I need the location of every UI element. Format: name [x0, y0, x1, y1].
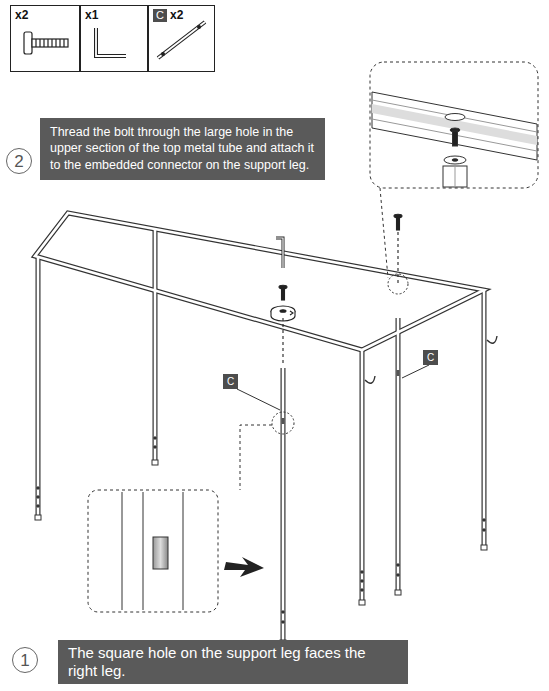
table-frame [35, 213, 484, 640]
part-letter: C [227, 377, 234, 387]
hardware [271, 214, 402, 366]
part-tag: C [423, 350, 438, 365]
parts-cell: x1 [80, 5, 148, 72]
instruction-band: Thread the bolt through the large hole i… [40, 118, 325, 180]
leader-lines [237, 365, 429, 410]
step-number-text: 2 [14, 153, 23, 170]
instruction-text: Thread the bolt through the large hole i… [50, 124, 316, 173]
step-number-text: 1 [20, 652, 29, 669]
square-hole-inset [88, 412, 294, 612]
step-number: 2 [6, 148, 32, 174]
instruction-band: The square hole on the support leg faces… [58, 640, 408, 684]
parts-cell: Cx2 [148, 5, 215, 72]
instruction-text: The square hole on the support leg faces… [68, 644, 398, 680]
parts-icons [24, 22, 205, 58]
part-letter: C [153, 9, 167, 22]
detail-inset [370, 62, 538, 294]
quantity-label: x2 [170, 8, 183, 22]
quantity-label: x2 [15, 8, 28, 22]
parts-cell: x2 [10, 5, 80, 72]
leg-details [35, 336, 497, 645]
part-letter: C [427, 353, 434, 363]
step-number: 1 [12, 647, 38, 673]
part-tag: C [223, 374, 238, 389]
quantity-label: x1 [85, 8, 98, 22]
